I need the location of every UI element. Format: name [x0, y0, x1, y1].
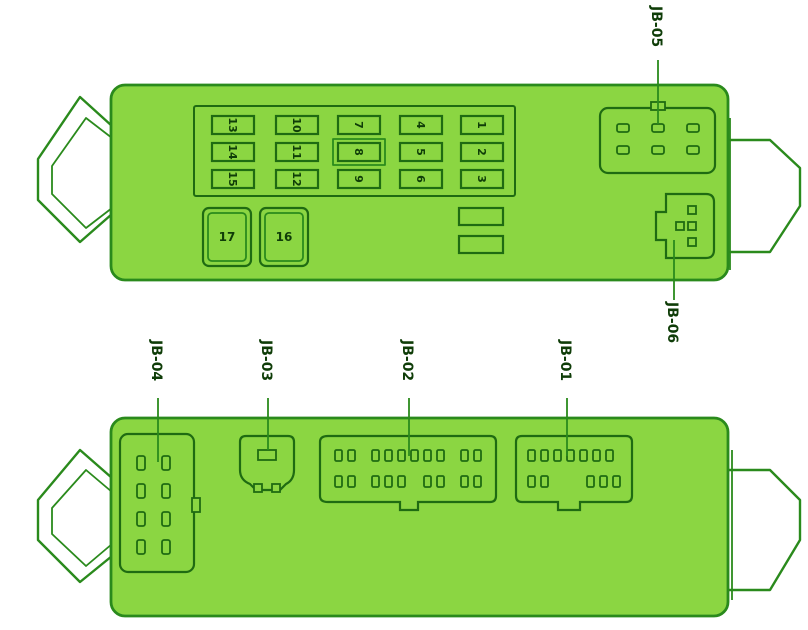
fuse-13: 13 [210, 114, 256, 136]
connector-pin [397, 475, 406, 488]
jb06-label: JB-06 [664, 301, 680, 343]
connector-pin [527, 475, 536, 488]
fuse-1: 1 [459, 114, 505, 136]
fuse-2: 2 [459, 141, 505, 163]
fuse-4: 4 [398, 114, 444, 136]
fuse-10: 10 [274, 114, 320, 136]
relay-17: 17 [201, 206, 253, 268]
jb02-label: JB-02 [399, 339, 415, 381]
connector-pin [527, 449, 536, 462]
connector-pin [423, 449, 432, 462]
fuse-label: 2 [475, 148, 488, 156]
fuse-label: 5 [414, 148, 427, 156]
connector-pin [599, 475, 608, 488]
connector-pin [436, 475, 445, 488]
connector-pin [605, 449, 614, 462]
connector-jb03 [238, 434, 296, 493]
connector-pin [371, 449, 380, 462]
fuse-9: 9 [336, 168, 382, 190]
jb05-label: JB-05 [648, 5, 664, 47]
connector-pin [423, 475, 432, 488]
fuse-11: 11 [274, 141, 320, 163]
connector-jb06 [654, 192, 716, 260]
fuse-label: 3 [475, 175, 488, 183]
relay-16-label: 16 [276, 230, 293, 244]
fuse-3: 3 [459, 168, 505, 190]
connector-jb01 [514, 434, 634, 512]
connector-jb05 [598, 101, 717, 175]
connector-pin [540, 475, 549, 488]
fuse-12: 12 [274, 168, 320, 190]
fuse-label: 6 [414, 175, 427, 183]
fuse-15: 15 [210, 168, 256, 190]
connector-jb02 [318, 434, 498, 512]
lower-left-bracket-inner [51, 469, 113, 567]
connector-pin [347, 449, 356, 462]
fuse-label: 13 [226, 117, 239, 132]
jb01-pins [527, 449, 621, 488]
connector-pin [371, 475, 380, 488]
upper-junction-block: 13 10 7 4 1 14 11 8 5 2 15 12 9 6 3 17 16 JB-05 [36, 5, 802, 343]
upper-left-bracket-inner [51, 117, 113, 229]
fuse-label: 4 [414, 121, 427, 129]
fuse-grid: 13 10 7 4 1 14 11 8 5 2 15 12 9 6 3 [210, 114, 505, 190]
fuse-label: 8 [352, 148, 365, 156]
connector-pin [612, 475, 621, 488]
fuse-label: 9 [352, 175, 365, 183]
upper-left-bracket [36, 95, 114, 244]
connector-pin [586, 475, 595, 488]
connector-pin [397, 449, 406, 462]
connector-pin [579, 449, 588, 462]
lower-left-bracket [36, 448, 114, 584]
fuse-label: 7 [352, 121, 365, 129]
connector-pin [553, 449, 562, 462]
connector-pin [460, 449, 469, 462]
fuse-5: 5 [398, 141, 444, 163]
spare-slot-2 [457, 234, 505, 255]
connector-pin [473, 449, 482, 462]
fuse-label: 14 [226, 144, 239, 160]
connector-pin [410, 449, 419, 462]
fuse-label: 15 [226, 171, 239, 186]
connector-pin [347, 475, 356, 488]
fuse-7: 7 [336, 114, 382, 136]
connector-pin [436, 449, 445, 462]
relay-17-label: 17 [219, 230, 236, 244]
connector-pin [540, 449, 549, 462]
jb03-label: JB-03 [258, 339, 274, 381]
lower-right-bracket [724, 468, 802, 592]
fuse-8: 8 [332, 138, 386, 166]
connector-pin [384, 475, 393, 488]
upper-right-bracket [724, 138, 802, 254]
spare-slot-1 [457, 206, 505, 227]
jb02-pins [334, 449, 482, 488]
fuse-label: 10 [290, 117, 303, 133]
connector-pin [460, 475, 469, 488]
connector-jb04 [118, 432, 201, 574]
jb04-label: JB-04 [148, 339, 164, 381]
connector-pin [334, 449, 343, 462]
connector-pin [384, 449, 393, 462]
fuse-6: 6 [398, 168, 444, 190]
connector-pin [473, 475, 482, 488]
fuse-label: 12 [290, 171, 303, 186]
relay-16: 16 [258, 206, 310, 268]
fuse-14: 14 [210, 141, 256, 163]
lower-junction-block: JB-04 JB-03 JB-02 JB-01 [36, 339, 802, 618]
connector-pin [592, 449, 601, 462]
fuse-label: 1 [475, 121, 488, 129]
jb01-label: JB-01 [557, 339, 573, 381]
fuse-label: 11 [290, 144, 303, 159]
connector-pin [334, 475, 343, 488]
connector-pin [566, 449, 575, 462]
